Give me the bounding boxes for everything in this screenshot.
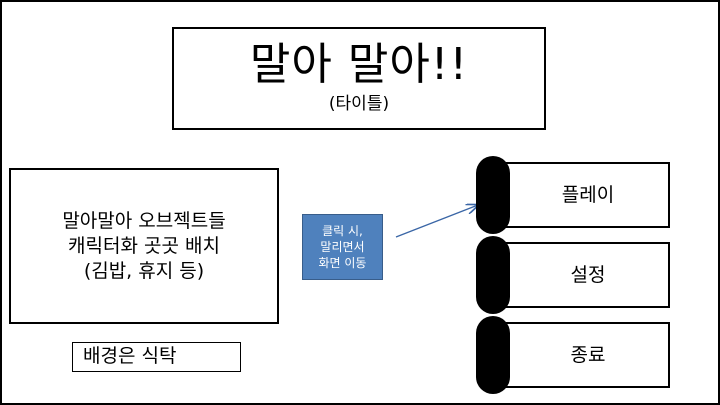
play-button-roll <box>476 156 510 234</box>
title-main: 말아 말아!! <box>249 39 469 90</box>
settings-button-roll <box>476 236 510 314</box>
callout-line-2: 말리면서 <box>320 240 365 254</box>
exit-button[interactable]: 종료 <box>484 322 670 388</box>
callout-line-1: 클릭 시, <box>322 224 363 238</box>
title-box: 말아 말아!! (타이틀) <box>172 27 546 130</box>
background-note: 배경은 식탁 <box>72 342 241 372</box>
exit-button-roll <box>476 316 510 394</box>
callout-line-3: 화면 이동 <box>318 256 367 270</box>
settings-button-label: 설정 <box>570 264 606 286</box>
description-line-2: 캐릭터화 곳곳 배치 <box>68 234 220 257</box>
play-button-label: 플레이 <box>561 184 615 206</box>
title-sub: (타이틀) <box>328 94 390 114</box>
exit-button-label: 종료 <box>570 344 606 366</box>
callout-note: 클릭 시, 말리면서 화면 이동 <box>302 214 383 280</box>
object-description-box: 말아말아 오브젝트들 캐릭터화 곳곳 배치 (김밥, 휴지 등) <box>9 168 279 324</box>
settings-button[interactable]: 설정 <box>484 242 670 308</box>
description-line-3: (김밥, 휴지 등) <box>83 259 205 282</box>
play-button[interactable]: 플레이 <box>484 162 670 228</box>
description-line-1: 말아말아 오브젝트들 <box>62 209 226 232</box>
